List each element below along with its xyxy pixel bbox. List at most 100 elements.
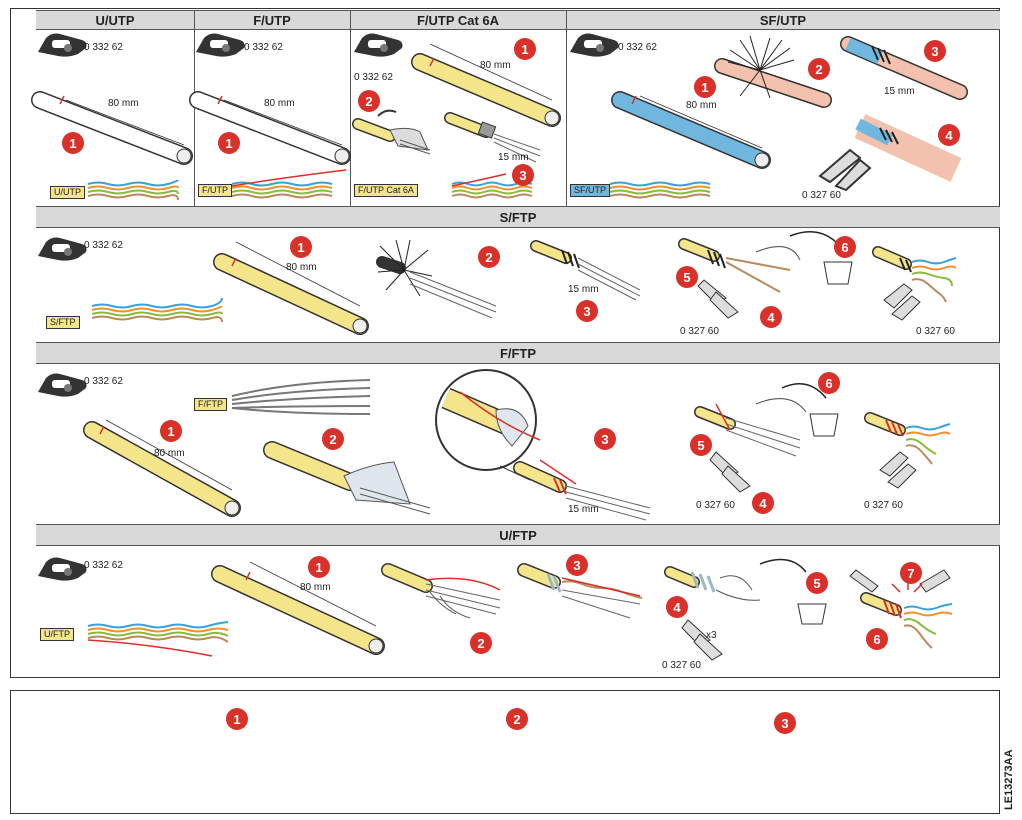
step-2-badge: 2 — [358, 90, 380, 112]
header-u-ftp: U/FTP — [36, 524, 1000, 546]
cutter-tool-icon — [818, 148, 872, 192]
ref-cutter: 0 327 60 — [916, 326, 955, 337]
cable-label-u-utp: U/UTP — [50, 186, 85, 199]
divider — [566, 10, 567, 206]
header-f-ftp: F/FTP — [36, 342, 1000, 364]
header-s-ftp: S/FTP — [36, 206, 1000, 228]
step-number: 4 — [945, 127, 953, 143]
header-f-utp-text: F/UTP — [253, 12, 291, 28]
measure-80mm: 80 mm — [154, 448, 185, 459]
step-number: 4 — [759, 495, 767, 511]
ref-stripper: 0 332 62 — [84, 240, 123, 251]
ref-cutter: 0 327 60 — [662, 660, 701, 671]
step-number: 3 — [601, 431, 609, 447]
step-5-badge: 5 — [806, 572, 828, 594]
ref-cutter: 0 327 60 — [864, 500, 903, 511]
step-1-badge: 1 — [694, 76, 716, 98]
header-u-utp: U/UTP — [36, 10, 194, 30]
step-number: 4 — [673, 599, 681, 615]
step-6-badge: 6 — [818, 372, 840, 394]
step-number: 5 — [697, 437, 705, 453]
stripper-tool-icon — [38, 33, 87, 57]
step-number: 2 — [815, 61, 823, 77]
drain-wire-panel — [10, 690, 1000, 814]
header-u-utp-text: U/UTP — [95, 12, 135, 28]
step-1-badge: 1 — [290, 236, 312, 258]
step-2-badge: 2 — [506, 708, 528, 730]
step-2-badge: 2 — [808, 58, 830, 80]
step-number: 1 — [315, 559, 323, 575]
measure-80mm: 80 mm — [286, 262, 317, 273]
cable-label-f-ftp: F/FTP — [194, 398, 227, 411]
step-number: 4 — [767, 309, 775, 325]
header-sf-utp: SF/UTP — [566, 10, 1000, 30]
ref-cutter: 0 327 60 — [680, 326, 719, 337]
step-5-badge: 5 — [676, 266, 698, 288]
step-4-badge: 4 — [752, 492, 774, 514]
measure-80mm: 80 mm — [264, 98, 295, 109]
step-1-badge: 1 — [514, 38, 536, 60]
step-4-badge: 4 — [938, 124, 960, 146]
step-number: 2 — [329, 431, 337, 447]
step-number: 6 — [873, 631, 881, 647]
step-1-badge: 1 — [308, 556, 330, 578]
measure-15mm: 15 mm — [568, 284, 599, 295]
pairs-u-utp — [87, 179, 179, 201]
step-number: 3 — [781, 715, 789, 731]
step-2-badge: 2 — [322, 428, 344, 450]
step-1-badge: 1 — [160, 420, 182, 442]
step-2-badge: 2 — [478, 246, 500, 268]
cable-label-u-ftp: U/FTP — [40, 628, 74, 641]
ref-stripper: 0 332 62 — [354, 72, 393, 83]
ref-stripper: 0 332 62 — [244, 42, 283, 53]
step-3-badge: 3 — [924, 40, 946, 62]
header-sf-utp-text: SF/UTP — [759, 12, 807, 28]
step-3-badge: 3 — [512, 164, 534, 186]
header-s-ftp-text: S/FTP — [499, 209, 537, 225]
step-number: 2 — [485, 249, 493, 265]
step-number: 2 — [365, 93, 373, 109]
measure-15mm: 15 mm — [498, 152, 529, 163]
step-4-badge: 4 — [666, 596, 688, 618]
ref-stripper: 0 332 62 — [84, 560, 123, 571]
measure-80mm: 80 mm — [686, 100, 717, 111]
cable-label-sf-utp: SF/UTP — [570, 184, 611, 197]
multiplier-label: x3 — [706, 630, 717, 641]
step-number: 1 — [225, 135, 233, 151]
step-3-badge: 3 — [576, 300, 598, 322]
step-1-badge: 1 — [218, 132, 240, 154]
header-f-utp-cat6a-text: F/UTP Cat 6A — [416, 12, 500, 28]
step-number: 1 — [297, 239, 305, 255]
step-number: 6 — [825, 375, 833, 391]
step-number: 6 — [841, 239, 849, 255]
header-u-ftp-text: U/FTP — [499, 527, 537, 543]
step-number: 3 — [931, 43, 939, 59]
step-7-badge: 7 — [900, 562, 922, 584]
step-6-badge: 6 — [834, 236, 856, 258]
step-number: 2 — [477, 635, 485, 651]
step-number: 1 — [233, 711, 241, 727]
document-code: LE13273AA — [1003, 749, 1015, 810]
cable-u-utp — [31, 91, 193, 165]
header-f-ftp-text: F/FTP — [499, 345, 537, 361]
step-number: 1 — [69, 135, 77, 151]
measure-15mm: 15 mm — [884, 86, 915, 97]
measure-80mm: 80 mm — [300, 582, 331, 593]
step-4-badge: 4 — [760, 306, 782, 328]
header-f-utp-cat6a: F/UTP Cat 6A — [350, 10, 566, 30]
step-number: 1 — [521, 41, 529, 57]
step-number: 1 — [701, 79, 709, 95]
step-number: 7 — [907, 565, 915, 581]
step-number: 3 — [583, 303, 591, 319]
step-3-badge: 3 — [566, 554, 588, 576]
ref-cutter: 0 327 60 — [696, 500, 735, 511]
step-6-badge: 6 — [866, 628, 888, 650]
measure-80mm: 80 mm — [108, 98, 139, 109]
step-number: 5 — [683, 269, 691, 285]
measure-80mm: 80 mm — [480, 60, 511, 71]
divider — [350, 10, 351, 206]
ref-cutter: 0 327 60 — [802, 190, 841, 201]
step-number: 3 — [573, 557, 581, 573]
step-3-badge: 3 — [594, 428, 616, 450]
